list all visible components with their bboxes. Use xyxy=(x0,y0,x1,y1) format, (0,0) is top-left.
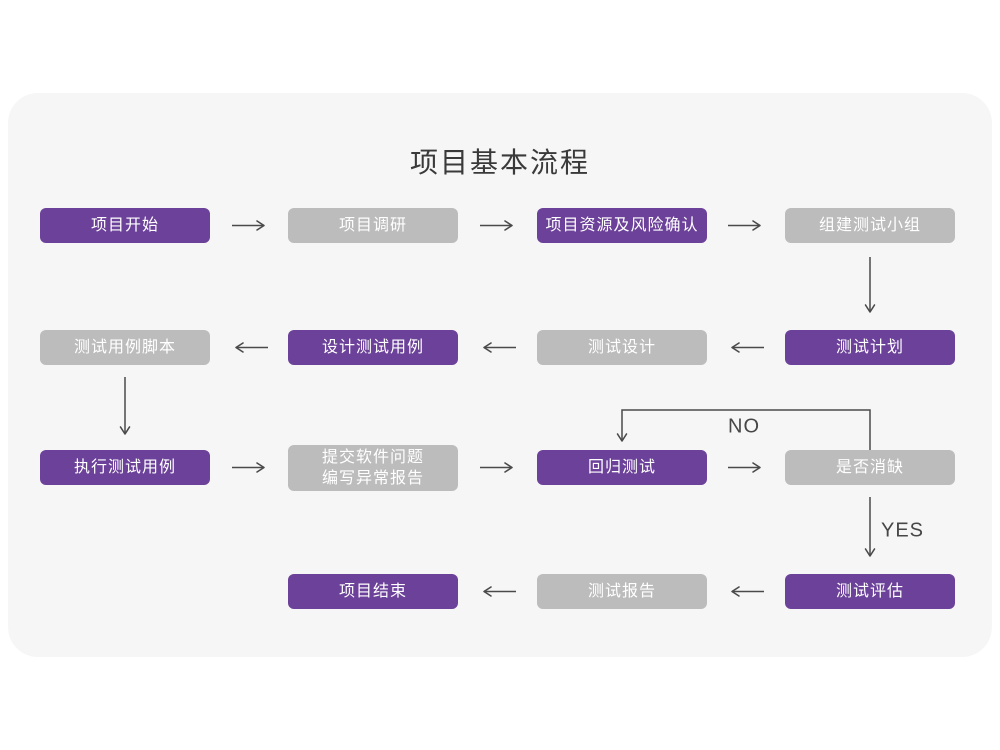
node-test-case-scripts: 测试用例脚本 xyxy=(40,330,210,365)
node-test-evaluation-label: 测试评估 xyxy=(835,583,904,600)
node-execute-test-cases: 执行测试用例 xyxy=(40,450,210,485)
node-test-case-scripts-label: 测试用例脚本 xyxy=(73,339,176,356)
node-submit-issues-report-label: 提交软件问题 编写异常报告 xyxy=(321,449,424,487)
node-project-research-label: 项目调研 xyxy=(338,217,407,234)
edge-label-no: NO xyxy=(728,415,760,438)
node-design-test-cases-label: 设计测试用例 xyxy=(321,339,424,356)
diagram-card xyxy=(8,93,992,657)
node-test-plan-label: 测试计划 xyxy=(835,339,904,356)
node-test-plan: 测试计划 xyxy=(785,330,955,365)
node-project-start-label: 项目开始 xyxy=(90,217,159,234)
node-build-test-team: 组建测试小组 xyxy=(785,208,955,243)
node-resources-risk: 项目资源及风险确认 xyxy=(537,208,707,243)
node-test-report-label: 测试报告 xyxy=(587,583,656,600)
node-project-start: 项目开始 xyxy=(40,208,210,243)
node-test-design-label: 测试设计 xyxy=(587,339,656,356)
node-submit-issues-report: 提交软件问题 编写异常报告 xyxy=(288,445,458,491)
node-test-report: 测试报告 xyxy=(537,574,707,609)
node-execute-test-cases-label: 执行测试用例 xyxy=(73,459,176,476)
node-regression-test-label: 回归测试 xyxy=(587,459,656,476)
node-resources-risk-label: 项目资源及风险确认 xyxy=(545,217,699,234)
node-defect-resolved-check-label: 是否消缺 xyxy=(835,459,904,476)
node-test-evaluation: 测试评估 xyxy=(785,574,955,609)
node-project-end: 项目结束 xyxy=(288,574,458,609)
node-project-research: 项目调研 xyxy=(288,208,458,243)
node-regression-test: 回归测试 xyxy=(537,450,707,485)
node-project-end-label: 项目结束 xyxy=(338,583,407,600)
edge-label-yes: YES xyxy=(881,519,925,542)
page-title: 项目基本流程 xyxy=(409,147,590,178)
node-defect-resolved-check: 是否消缺 xyxy=(785,450,955,485)
node-build-test-team-label: 组建测试小组 xyxy=(818,217,921,234)
node-design-test-cases: 设计测试用例 xyxy=(288,330,458,365)
node-test-design: 测试设计 xyxy=(537,330,707,365)
